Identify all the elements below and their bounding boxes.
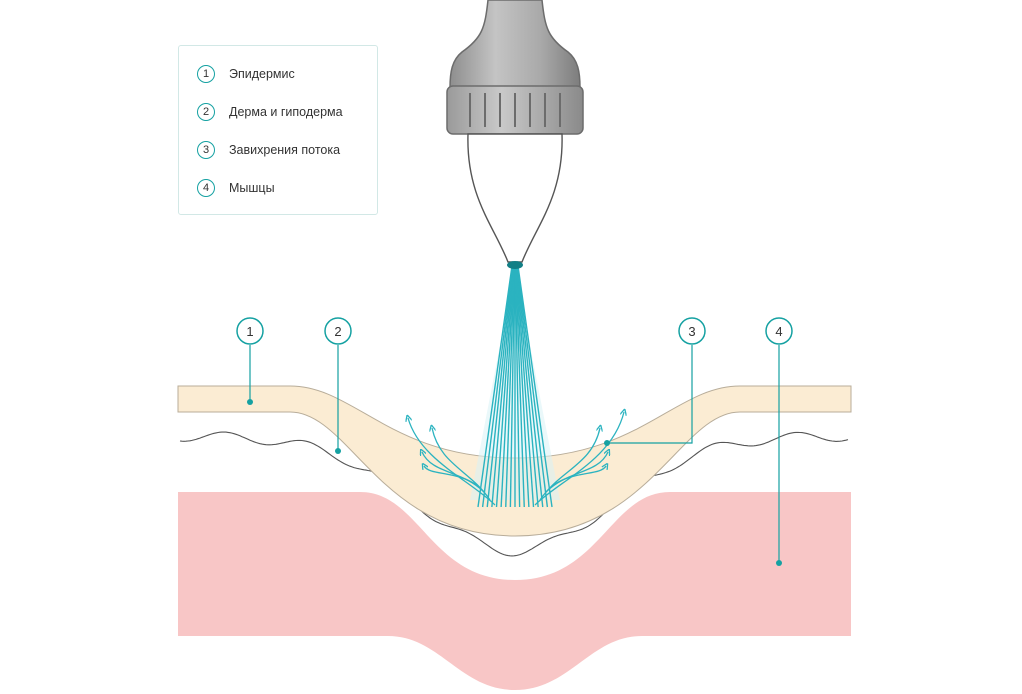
jet-line [505,265,515,508]
legend-number: 2 [197,103,215,121]
jet-line [515,265,535,508]
jet-line [509,265,516,508]
jet-line [514,265,521,508]
legend-item: 3 Завихрения потока [197,139,340,161]
callout-3-dot [604,440,610,446]
callout-4-dot [776,560,782,566]
legend-number: 3 [197,141,215,159]
callout-1: 1 [236,317,264,345]
vortex-arrows [408,412,624,506]
legend-item: 1 Эпидермис [197,63,295,85]
callout-2: 2 [324,317,352,345]
nozzle-icon [446,0,584,269]
jet-line [515,265,530,508]
jet-line [500,265,515,508]
jet-line [491,265,514,508]
jet-line [516,265,539,508]
legend-label-vortex: Завихрения потока [229,143,341,157]
jet-line [516,265,549,508]
callout-2-label: 2 [334,324,341,339]
legend: 1 Эпидермис 2 Дерма и гиподерма 3 Завихр… [178,45,378,215]
vortex-arrow [534,412,624,506]
legend-item: 2 Дерма и гиподерма [197,101,343,123]
legend-number: 1 [197,65,215,83]
callout-3-label: 3 [688,324,695,339]
callout-4-label: 4 [775,324,782,339]
callout-1-label: 1 [246,324,253,339]
jet-line [477,265,513,508]
callout-2-dot [335,448,341,454]
legend-number: 4 [197,179,215,197]
legend-label-dermis: Дерма и гиподерма [229,105,343,119]
vortex-arrow [551,466,606,487]
vortex-arrow [408,418,496,506]
vortex-arrow [424,466,479,487]
legend-item: 4 Мышцы [197,177,275,199]
water-jet [477,265,553,508]
callout-3: 3 [678,317,706,345]
muscle-layer [178,492,851,690]
jet-line [486,265,514,508]
jet-line [481,265,514,508]
callout-4: 4 [765,317,793,345]
jet-line [516,265,544,508]
legend-label-epidermis: Эпидермис [229,67,295,81]
legend-label-muscle: Мышцы [229,181,275,195]
callout-leaders [249,345,780,563]
jet-line [495,265,515,508]
callout-1-dot [247,399,253,405]
jet-line [517,265,553,508]
dermis-wave-line [179,431,849,557]
jet-line [515,265,525,508]
